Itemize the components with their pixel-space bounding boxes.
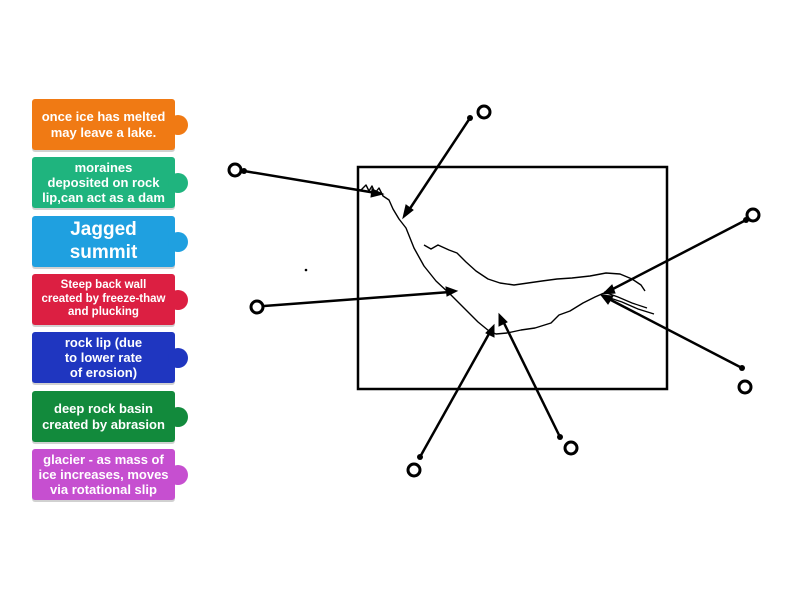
drag-handle-icon[interactable] (168, 231, 188, 252)
arrowhead (370, 188, 385, 198)
drag-handle-icon[interactable] (168, 347, 188, 368)
arrowhead (601, 284, 616, 295)
label-tile-glacier[interactable]: glacier - as mass of ice increases, move… (32, 449, 188, 500)
arrowhead (402, 204, 414, 220)
rock-lip-line (606, 296, 655, 315)
diagram-frame (356, 165, 669, 391)
drop-target-left-top[interactable] (227, 162, 243, 178)
rock-lip-line (603, 291, 648, 309)
label-text: moraines deposited on rock lip,can act a… (42, 159, 165, 206)
pointer-anchor (241, 168, 247, 174)
drag-handle-icon[interactable] (168, 406, 188, 427)
label-tile-rock-basin[interactable]: deep rock basin created by abrasion (32, 391, 188, 442)
pointer-anchor (739, 365, 745, 371)
pointer-line (418, 331, 492, 458)
label-text: Steep back wall created by freeze-thaw a… (41, 279, 166, 319)
arrowhead (445, 286, 459, 297)
pointer-line (405, 117, 472, 214)
drop-target-bottom-left[interactable] (406, 462, 422, 478)
label-text: glacier - as mass of ice increases, move… (38, 451, 169, 498)
stray-dot (304, 268, 308, 272)
label-text: rock lip (due to lower rate of erosion) (64, 334, 143, 381)
pointer-anchor (557, 434, 563, 440)
pointer-line (243, 169, 377, 195)
bedrock-profile (360, 184, 605, 335)
label-tile-moraines[interactable]: moraines deposited on rock lip,can act a… (32, 157, 188, 208)
label-tile-rock-lip[interactable]: rock lip (due to lower rate of erosion) (32, 332, 188, 383)
drop-target-left-middle[interactable] (249, 299, 265, 315)
drag-handle-icon[interactable] (168, 464, 188, 485)
drag-handle-icon[interactable] (168, 114, 188, 135)
arrowhead (498, 312, 508, 327)
label-text: Jagged summit (69, 219, 138, 263)
label-tile-jagged-summit[interactable]: Jagged summit (32, 216, 188, 267)
drop-target-right-bottom[interactable] (737, 379, 753, 395)
drag-handle-icon[interactable] (168, 172, 188, 193)
label-text: once ice has melted may leave a lake. (41, 109, 166, 140)
drop-target-top[interactable] (476, 104, 492, 120)
label-tile-lake[interactable]: once ice has melted may leave a lake. (32, 99, 188, 150)
drop-target-right-top[interactable] (745, 207, 761, 223)
pointer-arrows (241, 115, 749, 460)
pointer-line (608, 218, 747, 293)
pointer-line (501, 320, 562, 438)
pointer-line (263, 290, 451, 308)
pointer-anchor (417, 454, 423, 460)
pointer-line (606, 296, 743, 370)
arrowhead (485, 323, 495, 338)
glacier-surface (423, 244, 646, 292)
drag-handle-icon[interactable] (168, 289, 188, 310)
label-text: deep rock basin created by abrasion (42, 401, 165, 432)
arrowhead (599, 294, 614, 305)
pointer-anchor (467, 115, 473, 121)
drop-target-bottom-middle[interactable] (563, 440, 579, 456)
label-tile-back-wall[interactable]: Steep back wall created by freeze-thaw a… (32, 274, 188, 325)
